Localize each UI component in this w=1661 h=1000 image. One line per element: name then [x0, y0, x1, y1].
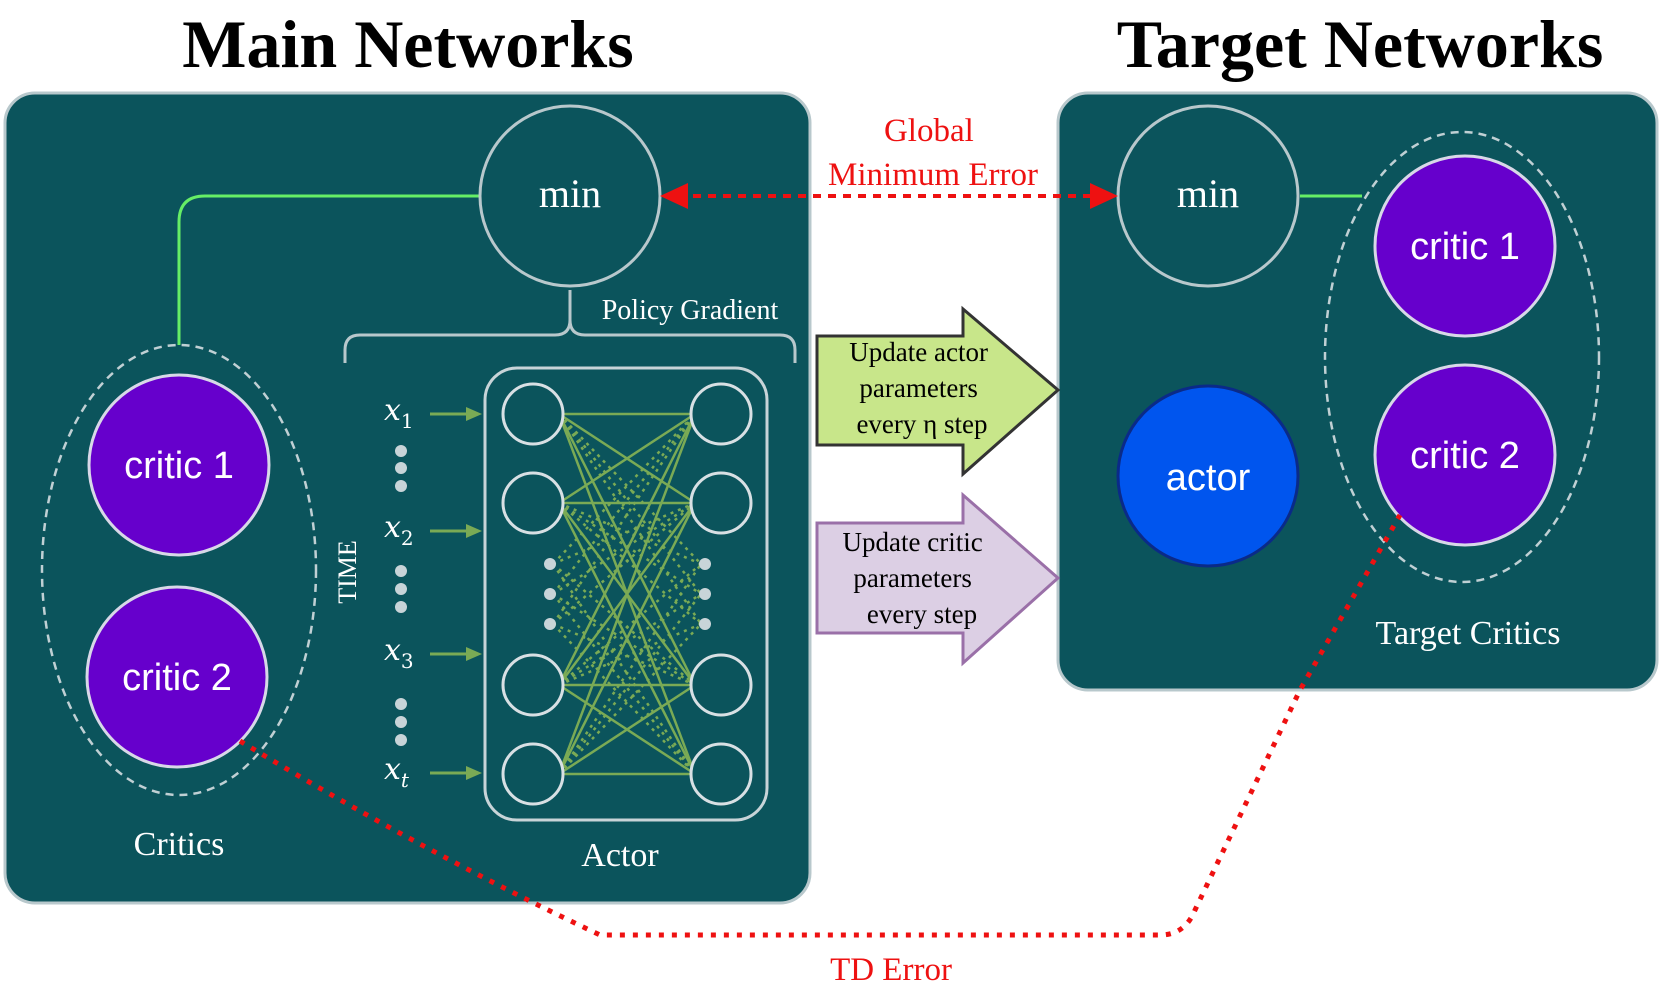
main-min-label: min [539, 171, 601, 216]
input-layer-node [501, 471, 565, 535]
network-edge-dashed [558, 593, 702, 775]
main-critic-1-node [87, 373, 271, 557]
time-axis-label: TIME [333, 540, 362, 604]
actor-network-connections [551, 412, 703, 776]
input-x2-label: x2 [384, 510, 414, 550]
network-edge-dashed [558, 413, 702, 595]
global-error-arrowhead-right [1090, 183, 1118, 209]
target-critic-1-node [1373, 154, 1557, 338]
main-networks-title: Main Networks [182, 6, 633, 82]
update-actor-arrow [815, 305, 1061, 478]
input-layer-node [501, 653, 565, 717]
actor-network-nodes [501, 382, 753, 806]
policy-gradient-brace [343, 290, 797, 363]
input-layer-node [501, 382, 565, 446]
network-edge-dashed [552, 413, 696, 595]
input-x3-label: x3 [384, 633, 414, 673]
network-edge-dashed [552, 623, 696, 775]
output-layer-node [689, 471, 753, 535]
network-edge-dashed [552, 501, 696, 566]
input-arrows [430, 407, 482, 780]
target-actor-node [1116, 384, 1300, 568]
network-edge-dashed [557, 413, 703, 625]
network-edge-dashed [551, 563, 697, 775]
policy-gradient-label: Policy Gradient [602, 295, 779, 326]
actor-network-box [483, 366, 769, 822]
critics-to-min-line [177, 194, 480, 345]
output-layer-node [689, 382, 753, 446]
main-critic-2-node [85, 585, 269, 769]
network-edge [558, 683, 696, 776]
update-critic-text: Update critic parameters every step [843, 527, 990, 629]
network-edge [557, 413, 697, 775]
network-edge-dashed [557, 563, 703, 775]
target-min-label: min [1177, 171, 1239, 216]
target-critic-1-label: critic 1 [1410, 226, 1520, 268]
update-critic-arrow [815, 491, 1061, 667]
td-error-label: TD Error [830, 952, 952, 988]
target-critics-caption: Target Critics [1376, 615, 1561, 652]
main-critics-ellipse [40, 343, 318, 797]
network-edge-dashed [552, 622, 696, 687]
target-networks-title: Target Networks [1117, 6, 1604, 82]
output-layer-node [689, 653, 753, 717]
input-xt-label: xt [384, 752, 410, 792]
network-edge-dashed [558, 413, 702, 565]
target-critic-2-label: critic 2 [1410, 435, 1520, 477]
input-layer-node [501, 742, 565, 806]
output-layer-node [689, 742, 753, 806]
hidden-layer-ellipsis-dots [544, 558, 711, 630]
actor-caption: Actor [581, 837, 659, 874]
update-actor-text: Update actor parameters every η step [849, 337, 994, 439]
critics-caption: Critics [134, 826, 225, 863]
network-edge-dashed [552, 593, 696, 775]
network-edge-dashed [552, 413, 696, 565]
target-actor-label: actor [1166, 457, 1251, 499]
input-x1-label: x1 [384, 393, 414, 433]
target-critic-2-node [1373, 363, 1557, 547]
main-critic-1-label: critic 1 [124, 445, 234, 487]
network-edge [557, 502, 697, 775]
network-edge-dashed [558, 622, 702, 687]
input-ellipsis-dots [395, 445, 407, 746]
network-edge-dashed [558, 501, 702, 566]
main-critic-2-label: critic 2 [122, 657, 232, 699]
network-edge [557, 413, 697, 686]
network-edge-dashed [558, 623, 702, 775]
network-edge-dashed [551, 413, 697, 625]
network-edge [558, 412, 696, 505]
global-min-error-label: Global Minimum Error [828, 113, 1038, 193]
target-critics-ellipse [1323, 130, 1601, 584]
global-error-arrowhead-left [660, 183, 688, 209]
